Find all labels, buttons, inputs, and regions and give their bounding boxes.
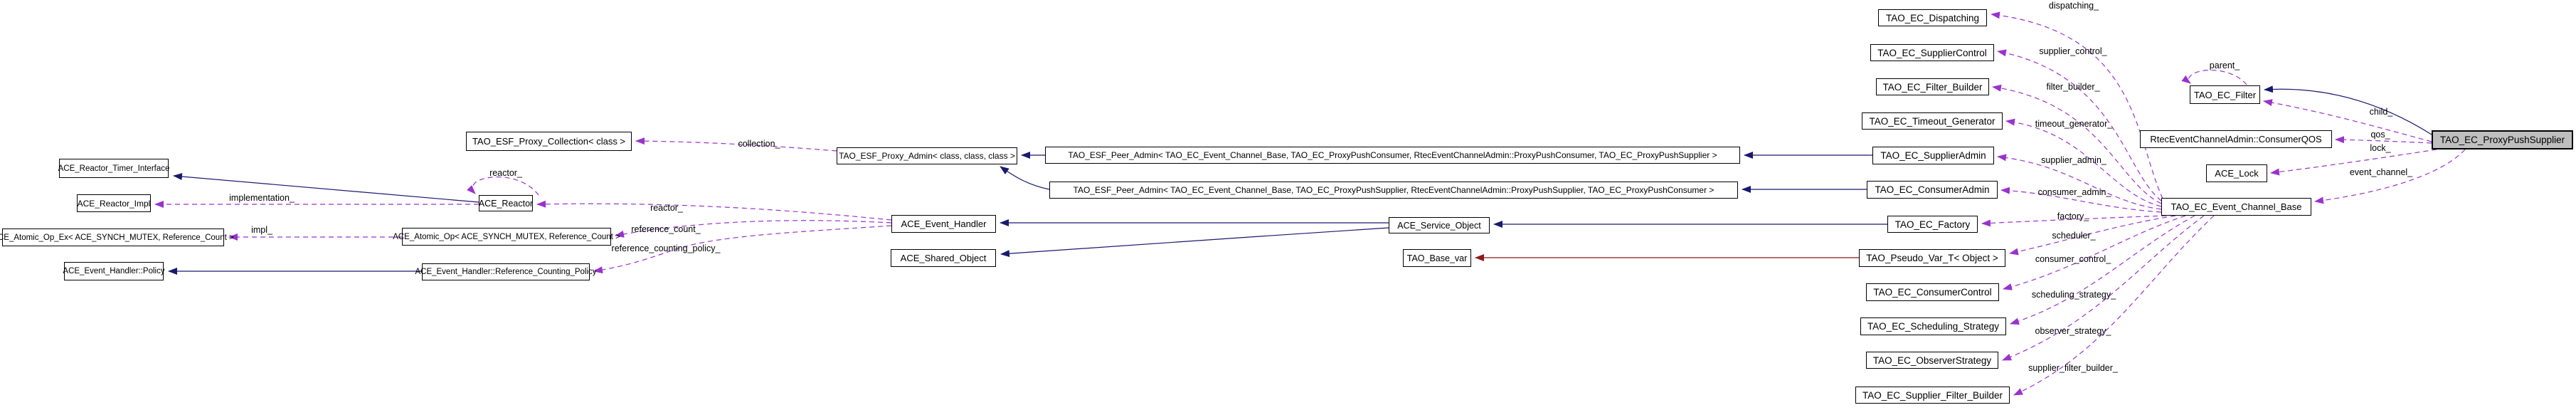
class-node-tao-base-var[interactable]: TAO_Base_var bbox=[1403, 249, 1471, 267]
edge-label-reactor-4: reactor_ bbox=[650, 203, 683, 213]
usage-consumer-control bbox=[2003, 215, 2186, 290]
edge-label-factory-13: factory_ bbox=[2057, 211, 2089, 221]
usage-collection bbox=[635, 137, 837, 152]
edge-label-event_channel-23: event_channel_ bbox=[2349, 167, 2413, 177]
usage-scheduling-strategy bbox=[2010, 215, 2195, 325]
inherit-proxypushsupplier-to-filter bbox=[2264, 85, 2432, 135]
class-node-tao-esf-proxy-collection[interactable]: TAO_ESF_Proxy_Collection< class > bbox=[466, 132, 632, 151]
edge-label-supplier_control-8: supplier_control_ bbox=[2039, 46, 2107, 56]
class-node-tao-ec-supplieradmin[interactable]: TAO_EC_SupplierAdmin bbox=[1872, 147, 1994, 164]
class-node-tao-ec-factory[interactable]: TAO_EC_Factory bbox=[1887, 216, 1978, 233]
edge-label-lock-22: lock_ bbox=[2370, 143, 2391, 153]
edge-label-child-20: child_ bbox=[2369, 107, 2393, 117]
class-node-tao-esf-peer-admin-supplier[interactable]: TAO_ESF_Peer_Admin< TAO_EC_Event_Channel… bbox=[1049, 182, 1738, 199]
usage-supplier-filter-builder bbox=[2013, 215, 2215, 396]
class-node-tao-ec-scheduling-strategy[interactable]: TAO_EC_Scheduling_Strategy bbox=[1860, 317, 2006, 335]
usage-supplier-admin bbox=[1997, 154, 2162, 210]
usage-consumer-admin bbox=[2000, 187, 2162, 213]
edge-label-filter_builder-9: filter_builder_ bbox=[2046, 82, 2100, 92]
edge-label-observer_strategy-17: observer_strategy_ bbox=[2035, 326, 2111, 336]
class-node-tao-esf-peer-admin-consumer[interactable]: TAO_ESF_Peer_Admin< TAO_EC_Event_Channel… bbox=[1045, 147, 1740, 164]
edge-label-supplier_admin-11: supplier_admin_ bbox=[2041, 155, 2106, 165]
usage-filter-builder bbox=[1992, 84, 2162, 204]
class-node-tao-ec-filter-builder[interactable]: TAO_EC_Filter_Builder bbox=[1876, 78, 1989, 95]
class-node-ace-service-object[interactable]: ACE_Service_Object bbox=[1389, 217, 1490, 233]
usage-supplier-control bbox=[1997, 49, 2162, 201]
usage-reactor-self-loop bbox=[466, 176, 539, 196]
class-node-tao-esf-proxy-admin[interactable]: TAO_ESF_Proxy_Admin< class, class, class… bbox=[837, 147, 1017, 164]
usage-event-channel bbox=[2314, 149, 2466, 204]
class-node-ace-shared-object[interactable]: ACE_Shared_Object bbox=[891, 249, 996, 267]
class-node-tao-pseudo-var-t-object[interactable]: TAO_Pseudo_Var_T< Object > bbox=[1859, 249, 2005, 267]
inherit-reactor-to-timer-interface bbox=[173, 173, 479, 203]
edge-label-timeout_generator-10: timeout_generator_ bbox=[2035, 119, 2113, 129]
usage-lock bbox=[2270, 149, 2437, 176]
usage-eventhandler-reactor bbox=[536, 200, 892, 221]
inherit-peeradmin2-to-proxyadmin bbox=[1000, 166, 1050, 190]
class-node-ace-reactor[interactable]: ACE_Reactor bbox=[479, 195, 533, 211]
edge-label-parent-19: parent_ bbox=[2209, 61, 2240, 70]
class-node-tao-ec-supplier-filter-builder[interactable]: TAO_EC_Supplier_Filter_Builder bbox=[1855, 387, 2010, 404]
edge-label-consumer_control-15: consumer_control_ bbox=[2035, 254, 2111, 264]
edge-label-dispatching-7: dispatching_ bbox=[2048, 1, 2099, 11]
class-node-tao-ec-suppliercontrol[interactable]: TAO_EC_SupplierControl bbox=[1870, 44, 1994, 61]
edge-label-qos-21: qos_ bbox=[2370, 130, 2390, 140]
edge-label-supplier_filter_builder-18: supplier_filter_builder_ bbox=[2028, 363, 2118, 373]
class-node-tao-ec-consumeradmin[interactable]: TAO_EC_ConsumerAdmin bbox=[1867, 181, 1998, 199]
edge-label-scheduler-14: scheduler_ bbox=[2052, 231, 2096, 241]
inherit-serviceobject-to-sharedobject bbox=[1000, 227, 1389, 258]
usage-dispatching bbox=[1991, 11, 2163, 199]
class-node-ace-atomic-op-ex[interactable]: ACE_Atomic_Op_Ex< ACE_SYNCH_MUTEX, Refer… bbox=[0, 228, 234, 246]
usage-reference-counting-policy bbox=[593, 225, 892, 274]
class-node-tao-ec-filter[interactable]: TAO_EC_Filter bbox=[2190, 85, 2260, 104]
usage-filter-parent-self-loop bbox=[2181, 70, 2247, 85]
usage-qos bbox=[2335, 136, 2432, 144]
class-node-ace-lock[interactable]: ACE_Lock bbox=[2206, 164, 2267, 182]
edge-label-reference_count-5: reference_count_ bbox=[631, 224, 701, 234]
class-node-ace-reactor-impl[interactable]: ACE_Reactor_Impl bbox=[77, 194, 151, 212]
usage-observer-strategy bbox=[2002, 215, 2205, 361]
class-node-tao-ec-consumercontrol[interactable]: TAO_EC_ConsumerControl bbox=[1866, 283, 1999, 301]
edge-label-impl-1: impl_ bbox=[251, 225, 272, 235]
class-node-ace-atomic-op[interactable]: ACE_Atomic_Op< ACE_SYNCH_MUTEX, Referenc… bbox=[393, 228, 620, 246]
class-node-ace-event-handler-reference-counting-policy[interactable]: ACE_Event_Handler::Reference_Counting_Po… bbox=[415, 263, 597, 280]
usage-child bbox=[2263, 99, 2432, 142]
usage-timeout-generator bbox=[2005, 118, 2162, 207]
class-node-rteceventchanneladmin-consumerqos[interactable]: RtecEventChannelAdmin::ConsumerQOS bbox=[2140, 130, 2332, 148]
edge-label-reactor-3: reactor_ bbox=[489, 168, 522, 178]
class-node-tao-ec-proxypushsupplier[interactable]: TAO_EC_ProxyPushSupplier bbox=[2432, 130, 2573, 149]
edge-label-consumer_admin-12: consumer_admin_ bbox=[2037, 187, 2111, 197]
class-node-ace-reactor-timer-interface[interactable]: ACE_Reactor_Timer_Interface bbox=[58, 159, 169, 178]
class-node-ace-event-handler-policy[interactable]: ACE_Event_Handler::Policy bbox=[63, 262, 165, 280]
edge-label-implementation-0: implementation_ bbox=[229, 193, 295, 203]
edge-label-collection-2: collection_ bbox=[738, 139, 780, 149]
class-node-tao-ec-dispatching[interactable]: TAO_EC_Dispatching bbox=[1878, 9, 1987, 26]
class-node-tao-ec-timeout-generator[interactable]: TAO_EC_Timeout_Generator bbox=[1862, 112, 2003, 130]
edge-label-scheduling_strategy-16: scheduling_strategy_ bbox=[2031, 290, 2116, 300]
edge-label-reference_counting_policy-6: reference_counting_policy_ bbox=[611, 243, 721, 253]
class-node-tao-ec-observerstrategy[interactable]: TAO_EC_ObserverStrategy bbox=[1866, 352, 1998, 369]
class-node-ace-event-handler[interactable]: ACE_Event_Handler bbox=[891, 215, 996, 233]
class-node-tao-ec-event-channel-base[interactable]: TAO_EC_Event_Channel_Base bbox=[2161, 198, 2311, 216]
usage-scheduler bbox=[2009, 215, 2176, 256]
